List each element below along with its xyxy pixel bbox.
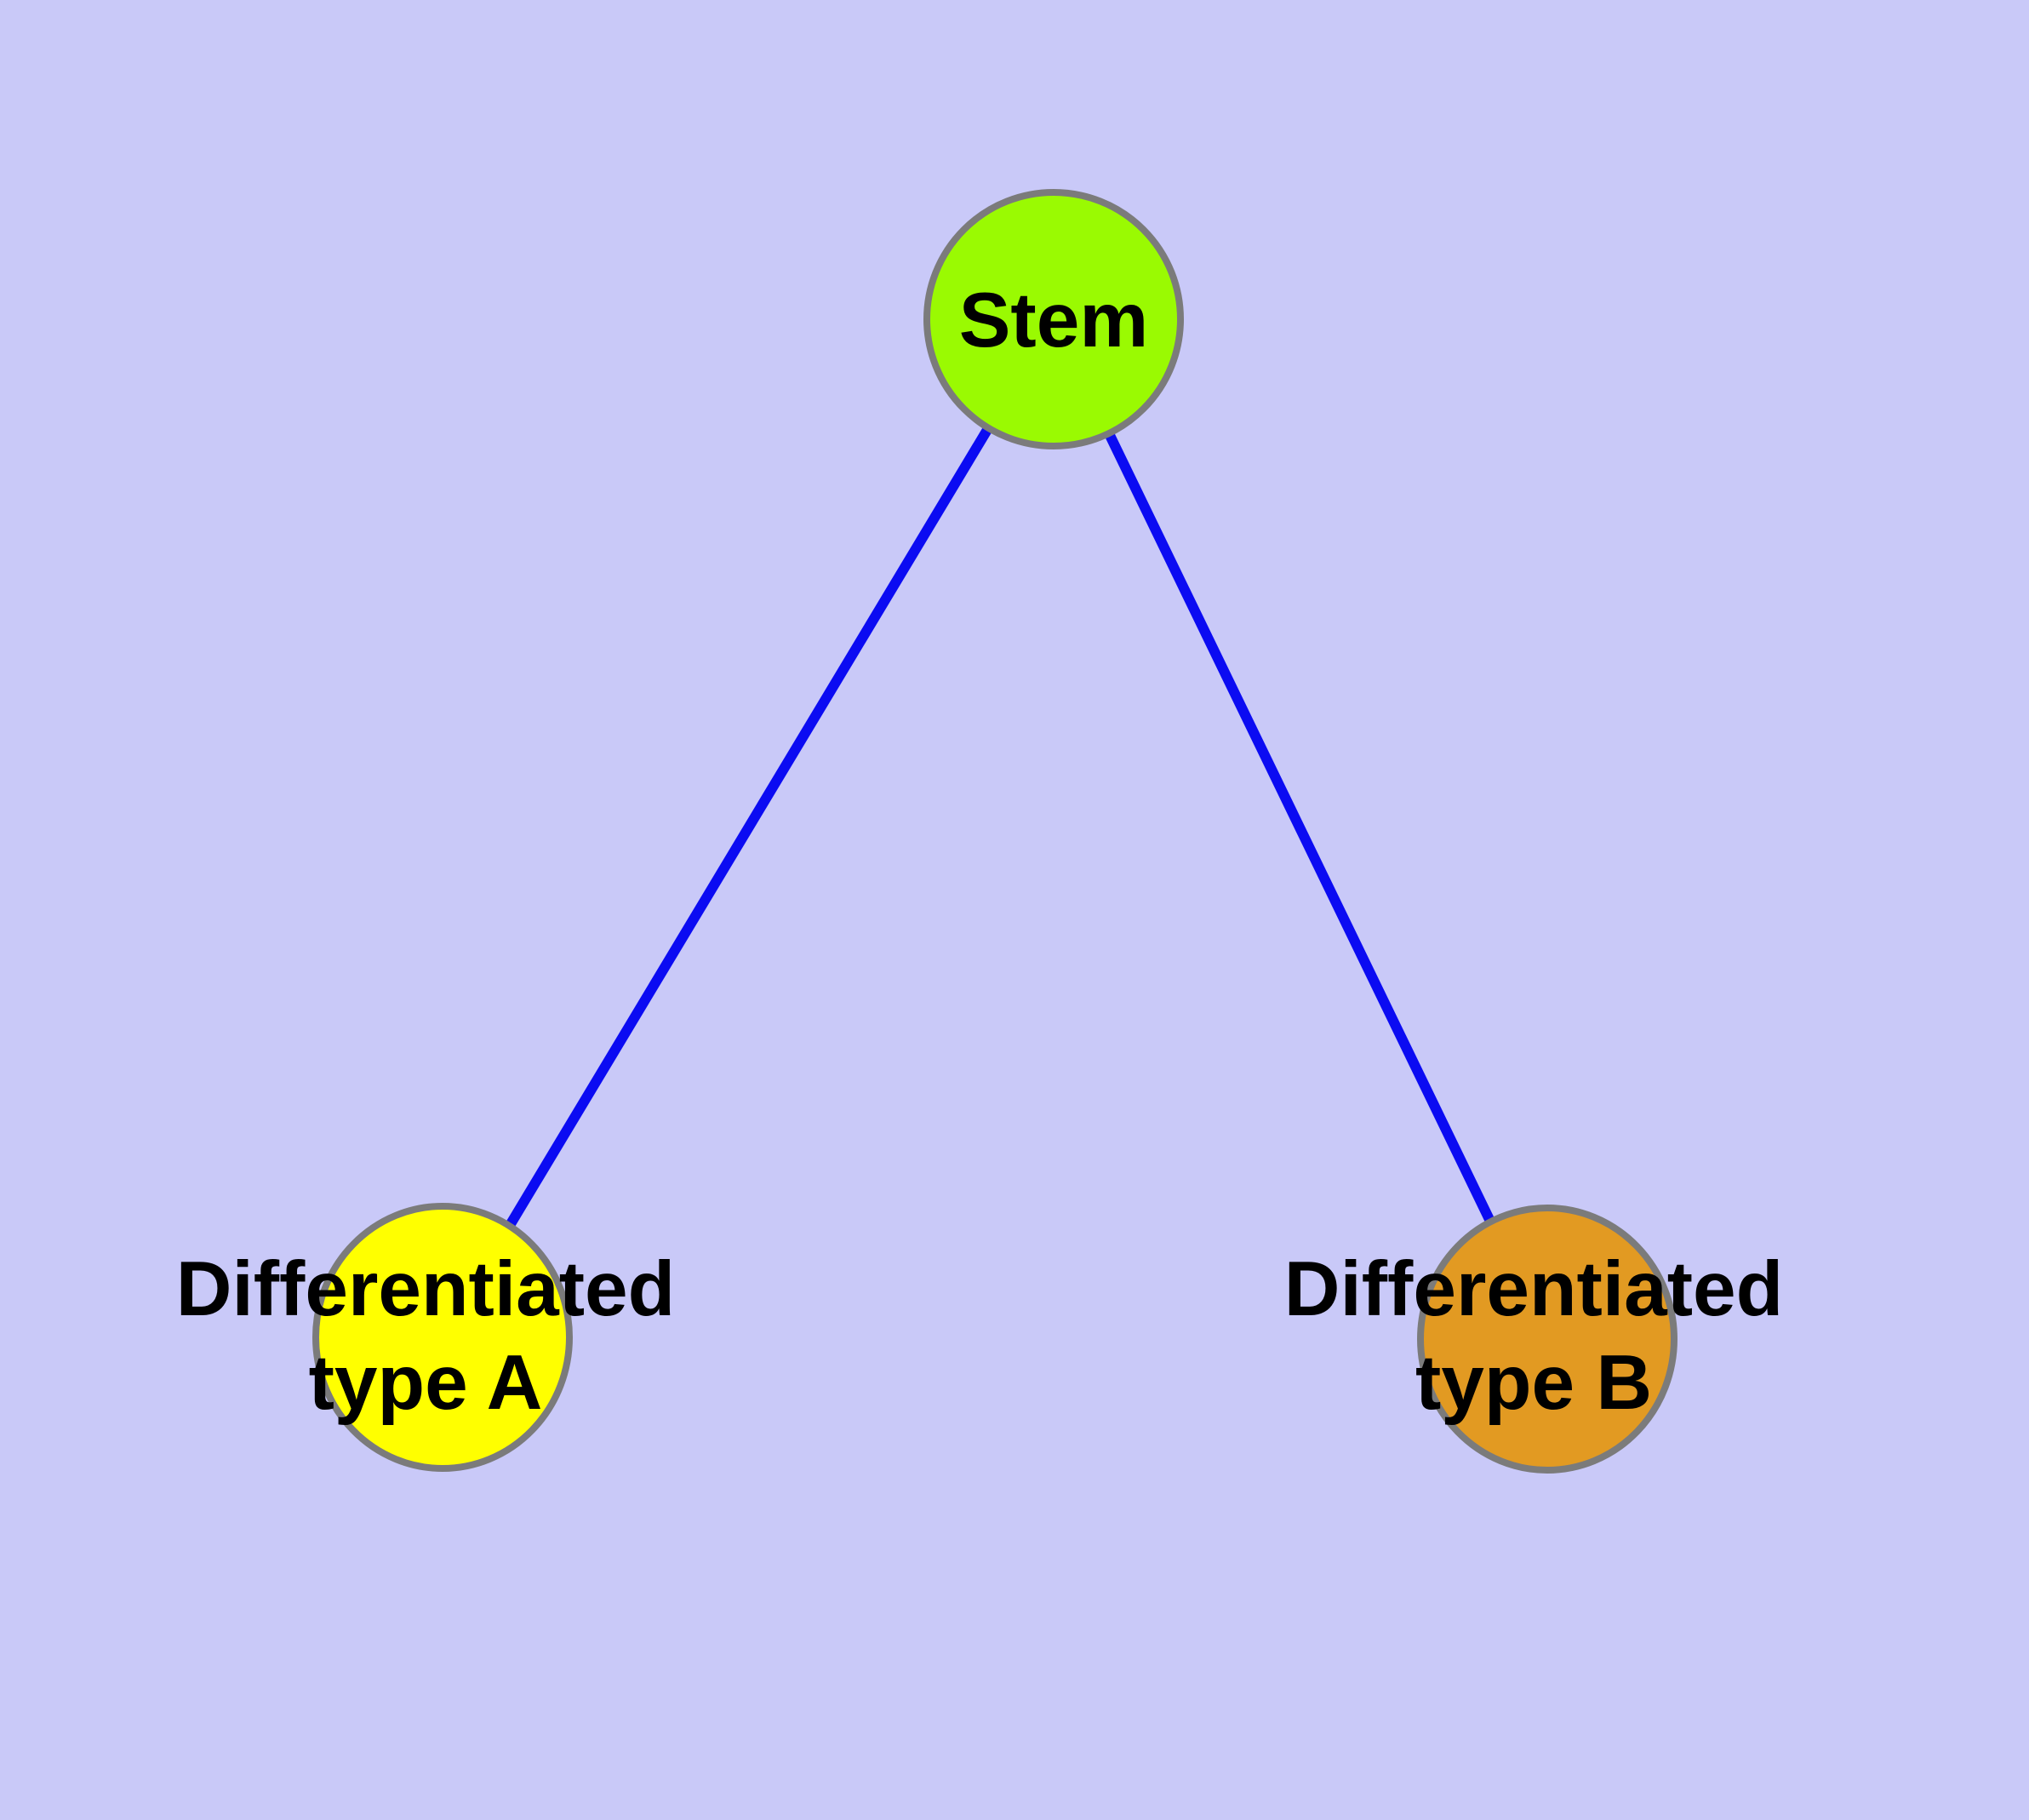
node-type-a[interactable]	[312, 1203, 573, 1472]
node-stem[interactable]	[923, 189, 1184, 449]
edge-stem-to-type-a	[437, 316, 1059, 1341]
node-label-type-a: Differentiated type A	[176, 1243, 676, 1430]
edge-stem-to-type-b	[1049, 317, 1552, 1342]
node-label-type-a-line2: type A	[308, 1340, 543, 1426]
node-label-type-a-line1: Differentiated	[175, 1246, 676, 1332]
node-label-stem: Stem	[959, 274, 1149, 368]
node-label-type-b-line1: Differentiated	[1283, 1246, 1784, 1332]
node-label-type-b-line2: type B	[1415, 1340, 1653, 1426]
node-type-b[interactable]	[1417, 1205, 1677, 1474]
node-label-stem-text: Stem	[958, 278, 1149, 363]
node-label-type-b: Differentiated type B	[1284, 1243, 1784, 1430]
